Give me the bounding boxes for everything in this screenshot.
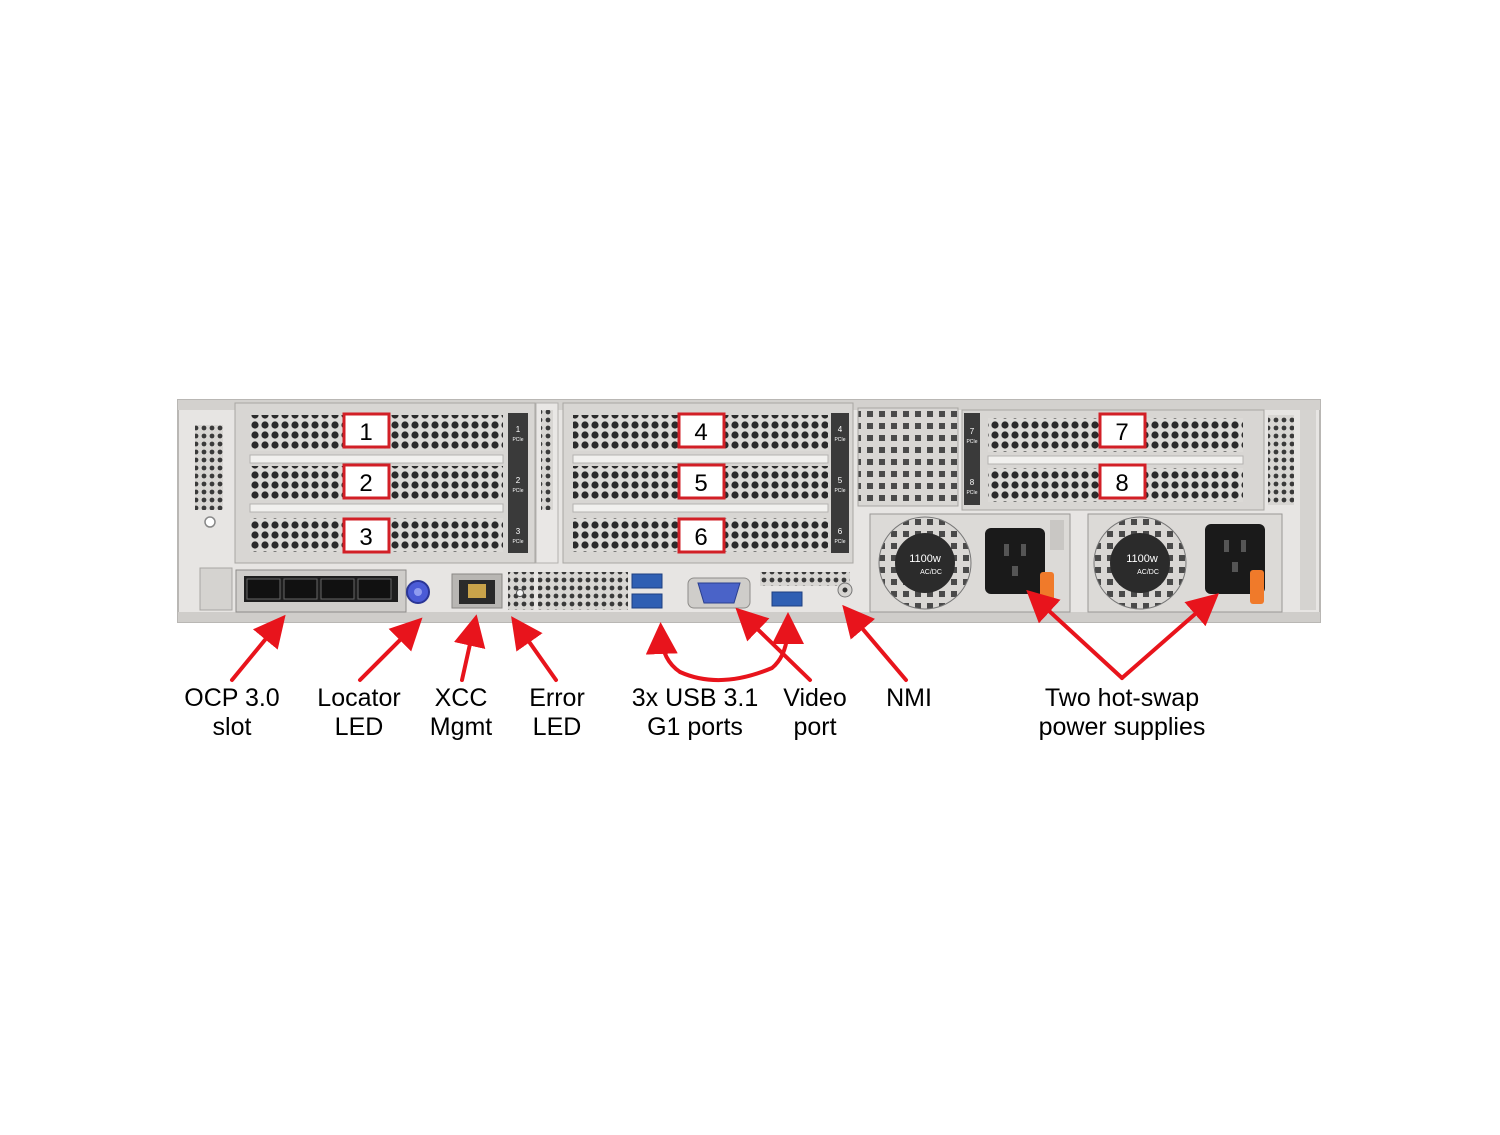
ocp-callout-line: slot xyxy=(212,713,252,741)
locator-callout: Locator LED xyxy=(300,684,418,742)
video-callout-line: Video xyxy=(783,684,847,712)
slot-tag-pcie: PCIe xyxy=(512,437,523,443)
slot-tag-pcie: PCIe xyxy=(512,539,523,545)
video-callout-line: port xyxy=(793,713,837,741)
ocp-callout-line: OCP 3.0 xyxy=(184,684,280,712)
slot-tag-1: 1 xyxy=(516,425,521,434)
video-port xyxy=(697,582,741,604)
power-supply-2: 1100w AC/DC xyxy=(1087,513,1283,613)
slot-1-label: 1 xyxy=(359,419,372,446)
riser-3 xyxy=(857,407,1265,511)
slot-tag-pcie: PCIe xyxy=(834,539,845,545)
usb-callout-line: 3x USB 3.1 xyxy=(631,684,759,712)
usb-arrow-left xyxy=(645,622,682,674)
error-arrow xyxy=(511,616,558,682)
psu-arrow-right xyxy=(1120,593,1220,680)
slot-tag-2: 2 xyxy=(516,476,521,485)
ocp-arrow xyxy=(230,614,286,682)
usb-callout-line: G1 ports xyxy=(647,713,743,741)
slot-tag-4: 4 xyxy=(838,425,843,434)
error-callout: Error LED xyxy=(516,684,598,742)
usb-callout: 3x USB 3.1 G1 ports xyxy=(620,684,770,742)
psu-type: AC/DC xyxy=(1137,569,1159,576)
power-supply-1: 1100w AC/DC xyxy=(869,513,1071,613)
slot-8-label: 8 xyxy=(1115,470,1128,497)
callout-arrows xyxy=(230,589,1220,682)
slot-number-labels: 1 2 3 4 5 6 7 8 xyxy=(342,412,1147,554)
ocp-callout: OCP 3.0 slot xyxy=(172,684,292,742)
xcc-callout: XCC Mgmt xyxy=(420,684,502,742)
usb-port xyxy=(771,591,803,607)
usb-port xyxy=(631,593,663,609)
psu-rating: 1100w xyxy=(1126,553,1158,565)
slot-tags: 1 PCIe 2 PCIe 3 PCIe 4 PCIe 5 PCIe 6 PCI… xyxy=(512,425,977,545)
slot-6-label: 6 xyxy=(694,524,707,551)
slot-tag-3: 3 xyxy=(516,527,521,536)
slot-tag-pcie: PCIe xyxy=(834,437,845,443)
locator-arrow xyxy=(358,617,423,682)
psu-rating: 1100w xyxy=(909,553,941,565)
video-arrow xyxy=(735,607,812,682)
nmi-callout: NMI xyxy=(870,684,948,713)
slot-2-label: 2 xyxy=(359,470,372,497)
slot-4-label: 4 xyxy=(694,419,707,446)
nmi-arrow xyxy=(842,604,908,682)
psu-callout-line: power supplies xyxy=(1038,713,1206,741)
psu-ac-inlet xyxy=(985,528,1045,594)
error-callout-line: Error xyxy=(529,684,585,712)
left-vent xyxy=(195,425,223,510)
slot-tag-6: 6 xyxy=(838,527,843,536)
error-callout-line: LED xyxy=(532,713,582,741)
right-vent xyxy=(1268,415,1294,505)
slot-7-label: 7 xyxy=(1115,419,1128,446)
riser-1 xyxy=(234,402,559,564)
slot-tag-pcie: PCIe xyxy=(512,488,523,494)
locator-callout-line: Locator xyxy=(317,684,401,712)
slot-tag-pcie: PCIe xyxy=(834,488,845,494)
usb-arrow-right xyxy=(678,612,804,682)
slot-5-label: 5 xyxy=(694,470,707,497)
locator-callout-line: LED xyxy=(334,713,384,741)
psu-type: AC/DC xyxy=(920,569,942,576)
psu-callout: Two hot-swap power supplies xyxy=(1022,684,1222,742)
slot-tag-7: 7 xyxy=(970,427,975,436)
video-callout: Video port xyxy=(772,684,858,742)
psu-arrow-left xyxy=(1026,589,1124,680)
io-panel xyxy=(199,567,853,613)
slot-3-label: 3 xyxy=(359,524,372,551)
psu-latch xyxy=(1040,572,1054,604)
nmi-callout-line: NMI xyxy=(886,684,932,712)
psu-latch xyxy=(1250,570,1264,604)
slot-tag-8: 8 xyxy=(970,478,975,487)
slot-tag-pcie: PCIe xyxy=(966,490,977,496)
psu-callout-line: Two hot-swap xyxy=(1044,684,1200,712)
usb-port xyxy=(631,573,663,589)
slot-tag-5: 5 xyxy=(838,476,843,485)
xcc-callout-line: XCC xyxy=(434,684,488,712)
xcc-callout-line: Mgmt xyxy=(429,713,493,741)
xcc-arrow xyxy=(454,614,486,682)
slot-tag-pcie: PCIe xyxy=(966,439,977,445)
center-vent xyxy=(857,407,959,507)
